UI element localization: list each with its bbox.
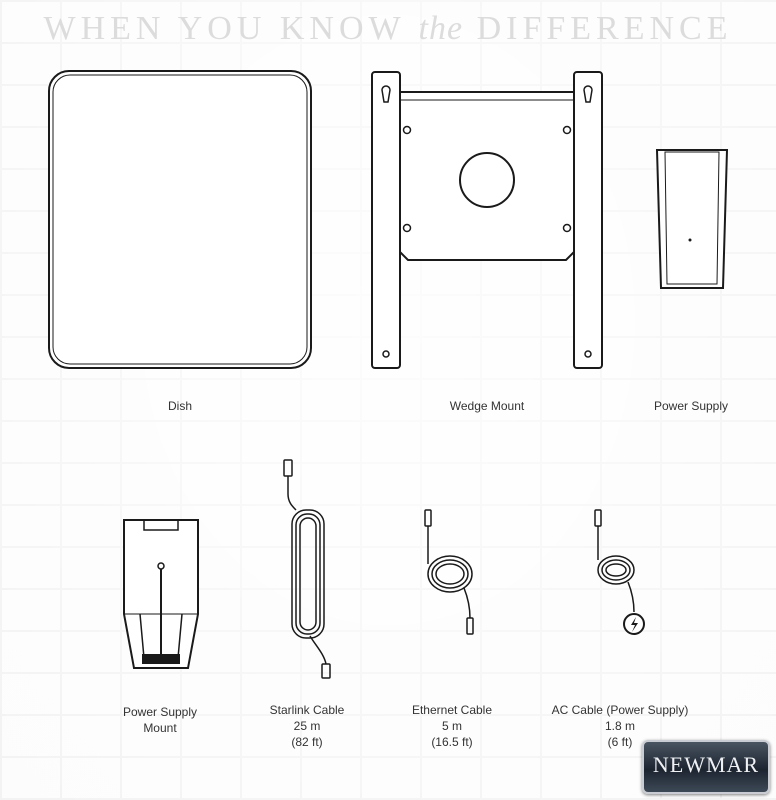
heading-text-italic: the <box>418 10 464 47</box>
bolt-icon <box>631 617 638 632</box>
starlink-cable-length-ft: (82 ft) <box>291 735 323 749</box>
starlink-cable-illustration <box>283 459 331 679</box>
ac-cable-name: AC Cable (Power Supply) <box>551 703 689 717</box>
heading-text-right: DIFFERENCE <box>476 10 733 47</box>
page-heading: WHEN YOU KNOW the DIFFERENCE <box>0 10 776 48</box>
newmar-logo-text: NEWMAR <box>652 752 760 777</box>
wedge-mount-label: Wedge Mount <box>449 399 525 413</box>
starlink-cable-length-m: 25 m <box>293 719 321 733</box>
heading-text-left: WHEN YOU KNOW <box>43 10 406 47</box>
starlink-cable-name: Starlink Cable <box>269 703 345 717</box>
ethernet-cable-length-ft: (16.5 ft) <box>431 735 473 749</box>
power-supply-label: Power Supply <box>653 399 729 413</box>
power-supply-mount-label-line2: Mount <box>143 721 177 735</box>
power-supply-illustration <box>655 149 729 289</box>
power-supply-mount-label: Power Supply Mount <box>110 704 210 736</box>
dish-illustration <box>48 70 312 369</box>
wedge-mount-illustration <box>371 71 603 369</box>
power-supply-mount-illustration <box>123 519 199 669</box>
power-supply-mount-label-line1: Power Supply <box>122 705 198 719</box>
dish-label: Dish <box>167 399 192 413</box>
ac-cable-length-m: 1.8 m <box>604 719 635 733</box>
ethernet-cable-name: Ethernet Cable <box>411 703 493 717</box>
ac-cable-illustration <box>594 509 645 635</box>
starlink-cable-label: Starlink Cable 25 m (82 ft) <box>255 702 359 750</box>
ac-cable-length-ft: (6 ft) <box>607 735 633 749</box>
newmar-logo: NEWMAR <box>642 740 770 794</box>
ethernet-cable-length-m: 5 m <box>441 719 462 733</box>
ac-cable-label: AC Cable (Power Supply) 1.8 m (6 ft) <box>550 702 690 750</box>
ethernet-cable-illustration <box>424 509 474 635</box>
ethernet-cable-label: Ethernet Cable 5 m (16.5 ft) <box>402 702 502 750</box>
